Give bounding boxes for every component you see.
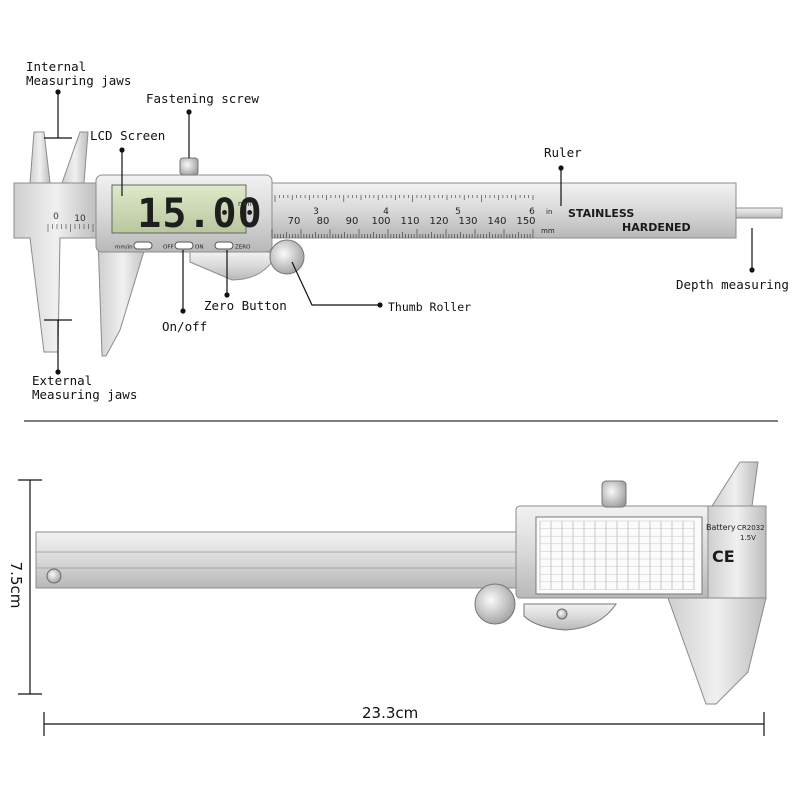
width-dimension-label: 23.3cm: [362, 704, 419, 722]
mm-scale-number: 130: [458, 216, 477, 227]
label-external-jaws-line2: Measuring jaws: [32, 387, 138, 402]
plate-table: [539, 520, 695, 590]
inch-scale-number: 5: [455, 207, 461, 217]
zero-button-label: ZERO: [235, 245, 251, 251]
label-internal-jaws-line2: Measuring jaws: [26, 73, 132, 88]
label-internal-jaws-line1: Internal: [26, 59, 87, 74]
jaw-scale-number: 0: [53, 212, 59, 222]
dimension-lines: [18, 479, 765, 736]
zero-button[interactable]: [214, 241, 234, 250]
mm-scale-number: 70: [288, 216, 301, 227]
label-plate: [535, 516, 703, 595]
lcd-unit: mm: [238, 200, 252, 208]
slider-external-jaw: [97, 237, 149, 357]
label-ruler: Ruler: [544, 145, 582, 160]
back-thumb-roller[interactable]: [474, 583, 516, 625]
mm-scale-number: 80: [317, 216, 330, 227]
jaw-scale-number: 10: [74, 214, 86, 224]
ce-mark: CE: [712, 547, 735, 566]
jaw-scale-ticks: 0 10: [47, 212, 94, 232]
label-on-off: On/off: [162, 319, 208, 334]
scale-ticks: 70 80 90 100 110 120 130 140 150 3 4 5 6: [271, 195, 536, 238]
label-external-jaws-line1: External: [32, 373, 93, 388]
mm-scale-number: 110: [400, 216, 419, 227]
mode-button-label: mm/in: [115, 245, 133, 251]
beam-screw: [46, 568, 62, 584]
leader-lines: [44, 92, 753, 372]
inch-scale-number: 3: [313, 207, 319, 217]
fastening-screw: [179, 157, 199, 176]
back-jaw-block: [707, 505, 767, 599]
depth-rod: [735, 207, 783, 219]
ruler-text-hardened: HARDENED: [622, 221, 691, 234]
label-depth: Depth measuring: [676, 277, 789, 292]
battery-cover: [523, 603, 617, 631]
mm-scale-number: 140: [487, 216, 506, 227]
on-off-button[interactable]: [174, 241, 194, 250]
battery-voltage: 1.5V: [740, 534, 756, 542]
inch-unit-label: in: [546, 208, 552, 216]
back-fastening-screw: [601, 480, 627, 508]
height-dimension-label: 7.5cm: [7, 561, 25, 609]
thumb-roller[interactable]: [269, 239, 305, 275]
mm-scale-number: 120: [429, 216, 448, 227]
off-button-label: OFF: [163, 245, 174, 251]
leader-dots: [55, 89, 755, 375]
label-fastening-screw: Fastening screw: [146, 91, 259, 106]
label-lcd-screen: LCD Screen: [90, 128, 166, 143]
battery-cover-screw: [556, 608, 568, 620]
fixed-internal-jaw: [29, 131, 51, 184]
back-upper-jaw: [711, 461, 759, 507]
back-beam: [35, 531, 537, 589]
slider-lower: [189, 251, 273, 281]
label-external-jaws: External Measuring jaws: [32, 374, 137, 402]
label-zero-button: Zero Button: [204, 298, 287, 313]
mode-button[interactable]: [133, 241, 153, 250]
inch-scale-number: 6: [529, 207, 535, 217]
ruler-text-stainless: STAINLESS: [568, 207, 634, 220]
slider-internal-jaw: [61, 131, 89, 184]
lcd-screen: [111, 184, 247, 234]
back-lower-jaw: [667, 597, 767, 705]
battery-model: CR2032: [737, 524, 765, 532]
mm-scale-number: 90: [346, 216, 359, 227]
mm-scale-number: 100: [371, 216, 390, 227]
mm-scale-number: 150: [516, 216, 535, 227]
label-internal-jaws: Internal Measuring jaws: [26, 60, 131, 88]
mm-unit-label: mm: [541, 227, 555, 235]
lcd-reading: 15.00: [137, 191, 262, 237]
inch-scale-number: 4: [383, 207, 389, 217]
fixed-jaw: [13, 182, 99, 353]
battery-label: Battery: [706, 523, 736, 532]
label-thumb-roller: Thumb Roller: [388, 300, 472, 314]
on-button-label: ON: [195, 245, 203, 251]
